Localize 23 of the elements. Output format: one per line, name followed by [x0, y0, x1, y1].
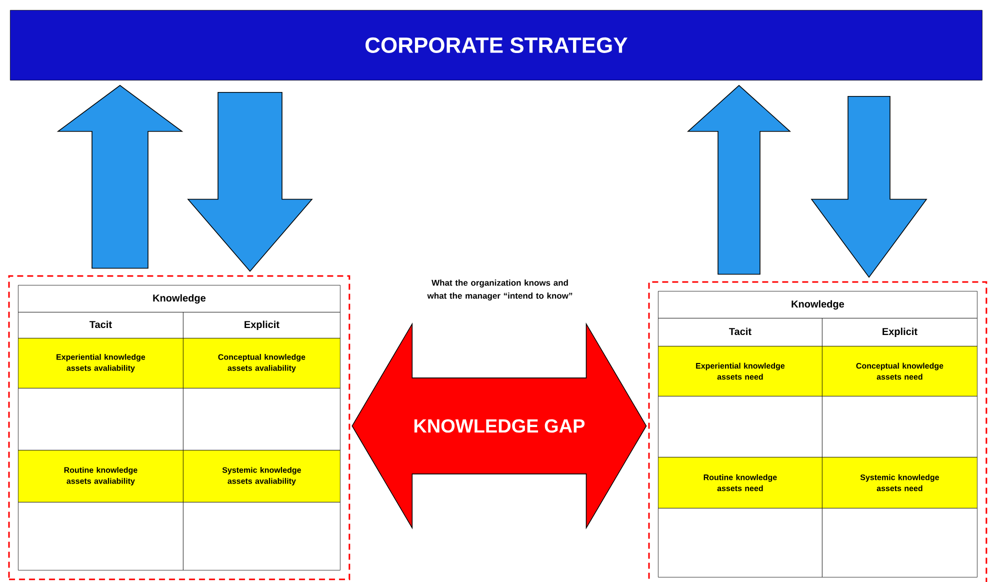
table-cell: Systemic knowledge assets need: [822, 457, 978, 508]
header-cell: Tacit: [658, 318, 822, 346]
block-arrow: [686, 84, 792, 275]
dashed-frame: [8, 275, 350, 580]
block-arrow: [56, 84, 184, 269]
header-cell: Explicit: [822, 318, 978, 346]
block-arrow: [187, 92, 313, 272]
header-cell: Knowledge: [658, 291, 978, 318]
table-cell: Conceptual knowledge assets need: [822, 346, 978, 396]
title-banner: CORPORATE STRATEGY: [10, 10, 982, 80]
table-cell: Experiential knowledge assets need: [658, 346, 822, 396]
double-arrow: [352, 322, 647, 530]
table-cell: Routine knowledge assets avaliability: [18, 450, 184, 502]
edge-label: KNOWLEDGE GAP: [414, 419, 585, 433]
dashed-frame: [648, 281, 988, 582]
header-cell: Tacit: [18, 312, 184, 338]
note-text: What the organization knows and what the manager “intend to know”: [427, 280, 572, 300]
table-cell: Experiential knowledge assets avaliability: [18, 338, 184, 388]
block-arrow: [810, 96, 928, 278]
table-cell: Systemic knowledge assets avaliability: [183, 450, 340, 502]
table-cell: Routine knowledge assets need: [658, 457, 822, 508]
header-cell: Explicit: [183, 312, 340, 338]
table-cell: Conceptual knowledge assets avaliability: [183, 338, 340, 388]
